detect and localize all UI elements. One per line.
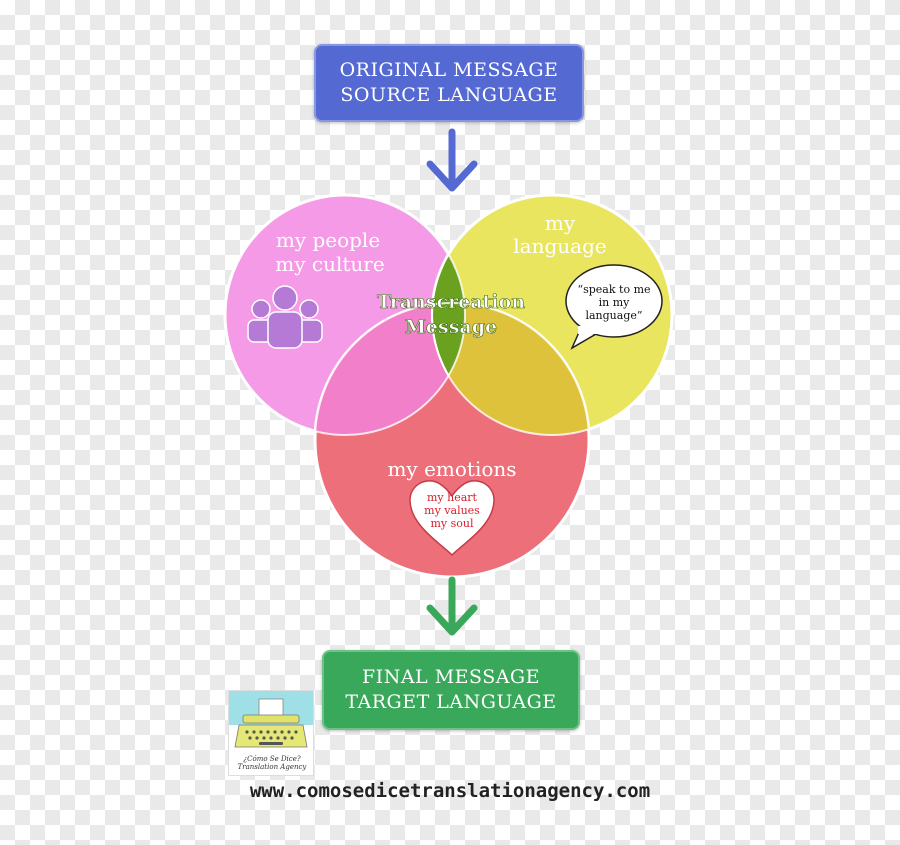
- logo-caption-line1: ¿Cómo Se Dice?: [243, 755, 301, 763]
- language-label-line2: language: [513, 234, 606, 258]
- people-label-line2: my culture: [275, 252, 384, 276]
- source-box-line1: ORIGINAL MESSAGE: [339, 59, 559, 81]
- speech-bubble-line3: language”: [585, 309, 642, 322]
- language-label-line1: my: [545, 211, 576, 235]
- emotions-label: my emotions: [387, 457, 516, 481]
- target-box-line1: FINAL MESSAGE: [362, 666, 540, 688]
- arrow-down-bottom-icon: [426, 576, 478, 636]
- people-group-icon: [247, 285, 323, 349]
- target-box-line2: TARGET LANGUAGE: [345, 691, 557, 713]
- speech-bubble-icon: [565, 264, 663, 350]
- arrow-down-top-icon: [426, 128, 478, 192]
- target-language-box: FINAL MESSAGE TARGET LANGUAGE: [322, 650, 580, 730]
- transcreation-label-line2: Message: [405, 316, 497, 338]
- heart-line1: my heart: [427, 491, 478, 504]
- heart-icon: [409, 480, 495, 557]
- heart-line3: my soul: [430, 517, 473, 530]
- speech-bubble-line2: in my: [599, 296, 631, 309]
- overlap-language-emotions: [432, 303, 589, 435]
- overlap-people-emotions: [315, 303, 465, 435]
- website-url: www.comosedicetranslationagency.com: [249, 780, 651, 802]
- source-box-line2: SOURCE LANGUAGE: [340, 84, 558, 106]
- people-label-line1: my people: [276, 228, 380, 252]
- transcreation-label-line1: Transcreation: [377, 291, 525, 313]
- logo-caption: ¿Cómo Se Dice? Translation Agency: [229, 755, 315, 771]
- speech-bubble-line1: “speak to me: [577, 283, 650, 296]
- logo-caption-line2: Translation Agency: [237, 763, 307, 771]
- heart-line2: my values: [424, 504, 480, 517]
- source-language-box: ORIGINAL MESSAGE SOURCE LANGUAGE: [314, 44, 584, 122]
- agency-logo: ¿Cómo Se Dice? Translation Agency: [228, 690, 314, 776]
- typewriter-icon: [229, 691, 313, 748]
